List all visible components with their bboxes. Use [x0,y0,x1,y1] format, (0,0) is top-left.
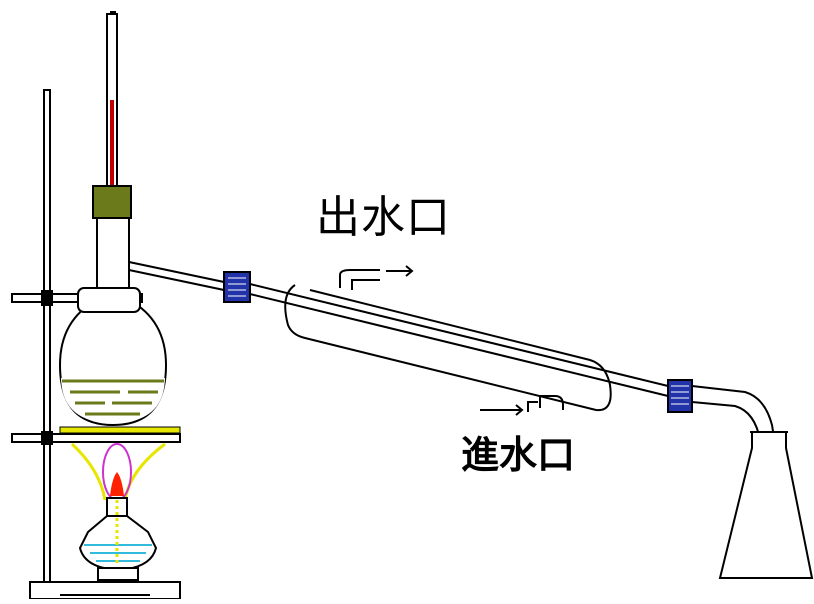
flask-liquid [62,379,164,416]
rubber-stopper [92,185,132,219]
joint-1 [223,271,251,303]
condenser-jacket [284,269,612,412]
alcohol-lamp [78,497,158,581]
condenser-inner-tube [249,283,669,397]
flame-core [110,472,124,496]
wire-gauze [59,426,181,434]
clamp-boss [41,290,53,306]
water-inlet-label: 進水口 [461,433,576,477]
ring-boss [41,431,53,445]
distillation-flask [58,217,225,427]
receiving-flask [718,431,814,579]
flow-arrows [386,265,524,416]
inlet-arrow [480,404,524,416]
stand-rod [43,89,51,586]
flask-clamp [77,287,141,313]
water-outlet-label: 出水口 [316,192,451,243]
stand-base [29,581,181,600]
burner-flame [70,442,166,501]
gauze-mesh [59,426,181,434]
ring-arm [11,433,181,443]
outlet-arrow [386,265,414,277]
joint-2 [667,379,693,413]
